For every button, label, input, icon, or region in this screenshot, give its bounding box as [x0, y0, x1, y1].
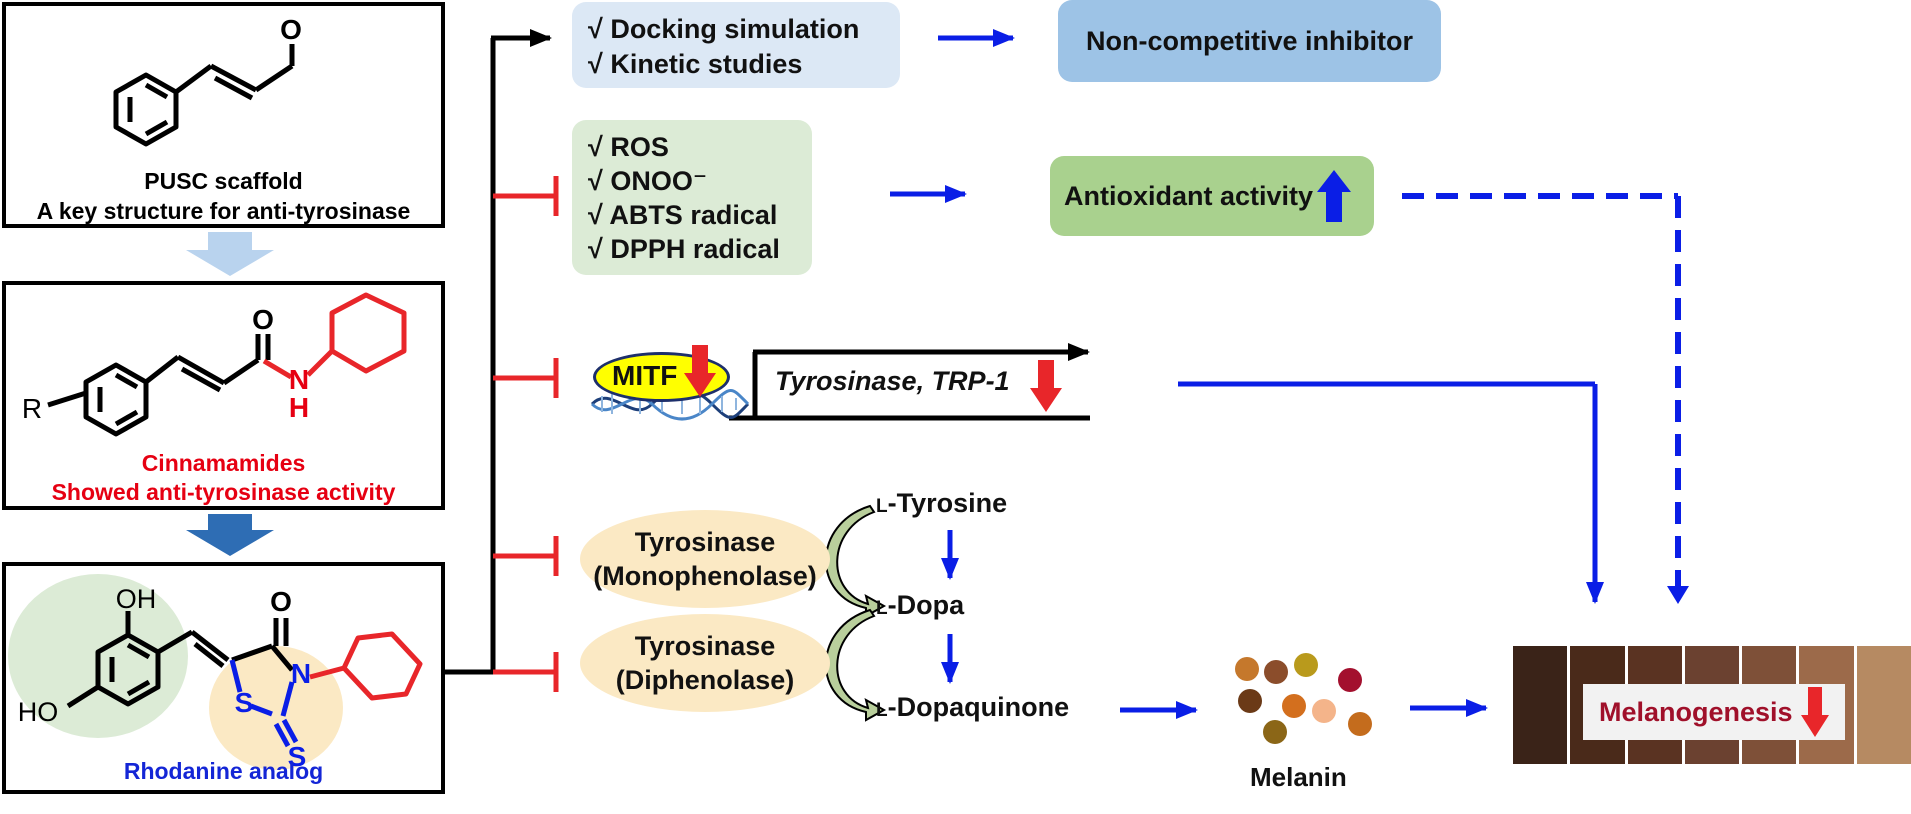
rhodanine-panel: OH HO O N S S Rhodanine analog	[2, 562, 445, 794]
pusc-scaffold-panel: O PUSC scaffold A key structure for anti…	[2, 2, 445, 228]
cinnamamides-caption-line2: Showed anti-tyrosinase activity	[51, 479, 396, 505]
monophenolase-line2: (Monophenolase)	[593, 561, 817, 591]
dpph-item: √ DPPH radical	[588, 234, 780, 264]
l-dopaquinone-label: L-Dopaquinone	[876, 692, 1069, 723]
diphenolase-line2: (Diphenolase)	[615, 665, 795, 695]
docking-kinetics-box: √ Docking simulation √ Kinetic studies	[572, 2, 900, 88]
pathway-arrows	[890, 29, 1604, 719]
melanogenesis-box: Melanogenesis	[1583, 684, 1845, 740]
amide-o-label: O	[252, 304, 274, 335]
abts-item: √ ABTS radical	[588, 200, 778, 230]
r-substituent-label: R	[22, 393, 42, 424]
pusc-caption-line1: PUSC scaffold	[144, 168, 303, 194]
rhodanine-caption: Rhodanine analog	[123, 758, 324, 784]
noncompetitive-label: Non-competitive inhibitor	[1086, 25, 1413, 56]
dashed-arrowhead	[1667, 586, 1689, 604]
rhodanine-structure: OH HO O N S S	[8, 574, 423, 772]
inhibition-branches	[493, 176, 559, 692]
dopa-text: -Dopa	[887, 590, 965, 620]
monophenolase-ellipse: Tyrosinase (Monophenolase)	[580, 510, 830, 608]
down-arrow-light	[186, 232, 274, 276]
ros-scavenging-box: √ ROS √ ONOO⁻ √ ABTS radical √ DPPH radi…	[572, 120, 812, 275]
mitf-label: MITF	[612, 360, 678, 391]
curved-enzyme-arrows	[825, 504, 887, 722]
monophenolase-line1: Tyrosinase	[634, 527, 776, 557]
noncompetitive-box: Non-competitive inhibitor	[1058, 0, 1441, 82]
l-prefix: L	[876, 700, 888, 721]
antioxidant-dashed-path	[1402, 193, 1681, 586]
cinnamamides-panel: R O N H Cinnamamides Showed anti-tyrosin…	[2, 281, 445, 510]
antioxidant-box: Antioxidant activity	[1050, 156, 1374, 236]
aldehyde-o-label: O	[280, 14, 302, 45]
arrow-down-icon	[1030, 360, 1062, 412]
l-dopa-label: L-Dopa	[876, 590, 964, 621]
docking-item: √ Docking simulation	[588, 14, 860, 44]
amide-h-label: H	[289, 392, 309, 423]
cinnamaldehyde-structure: O	[113, 14, 302, 147]
l-prefix: L	[876, 496, 888, 517]
hydroxyl-left-label: HO	[18, 697, 59, 727]
melanin-granules	[1235, 653, 1372, 744]
ros-item: √ ROS	[588, 132, 669, 162]
hydroxyl-top-label: OH	[116, 584, 157, 614]
thione-s-label: S	[288, 741, 307, 772]
melanogenesis-label: Melanogenesis	[1599, 696, 1793, 727]
arrow-down-icon	[1800, 687, 1829, 737]
l-prefix: L	[876, 598, 888, 619]
onoo-item: √ ONOO⁻	[588, 166, 708, 196]
arrow-down-icon	[684, 345, 716, 397]
down-arrow-dark	[186, 514, 274, 556]
branch-tree	[445, 29, 552, 675]
gene-expression-lines	[729, 343, 1090, 421]
tyrosine-text: -Tyrosine	[887, 488, 1008, 518]
antioxidant-label: Antioxidant activity	[1064, 180, 1314, 211]
kinetic-item: √ Kinetic studies	[588, 49, 803, 79]
pusc-caption-line2: A key structure for anti-tyrosinase	[36, 198, 411, 224]
dopaquinone-text: -Dopaquinone	[887, 692, 1070, 722]
melanin-label: Melanin	[1250, 762, 1347, 792]
target-genes-label: Tyrosinase, TRP-1	[775, 366, 1010, 396]
ring-s-label: S	[235, 687, 254, 718]
diphenolase-ellipse: Tyrosinase (Diphenolase)	[580, 614, 830, 712]
diphenolase-line1: Tyrosinase	[634, 631, 776, 661]
ring-n-label: N	[291, 658, 311, 689]
carbonyl-o-label: O	[270, 586, 292, 617]
cinnamamide-structure: R O N H	[22, 292, 407, 437]
amide-n-label: N	[289, 364, 309, 395]
l-tyrosine-label: L-Tyrosine	[876, 488, 1007, 519]
arrow-up-icon	[1317, 170, 1352, 222]
cinnamamides-caption-line1: Cinnamamides	[141, 450, 306, 476]
